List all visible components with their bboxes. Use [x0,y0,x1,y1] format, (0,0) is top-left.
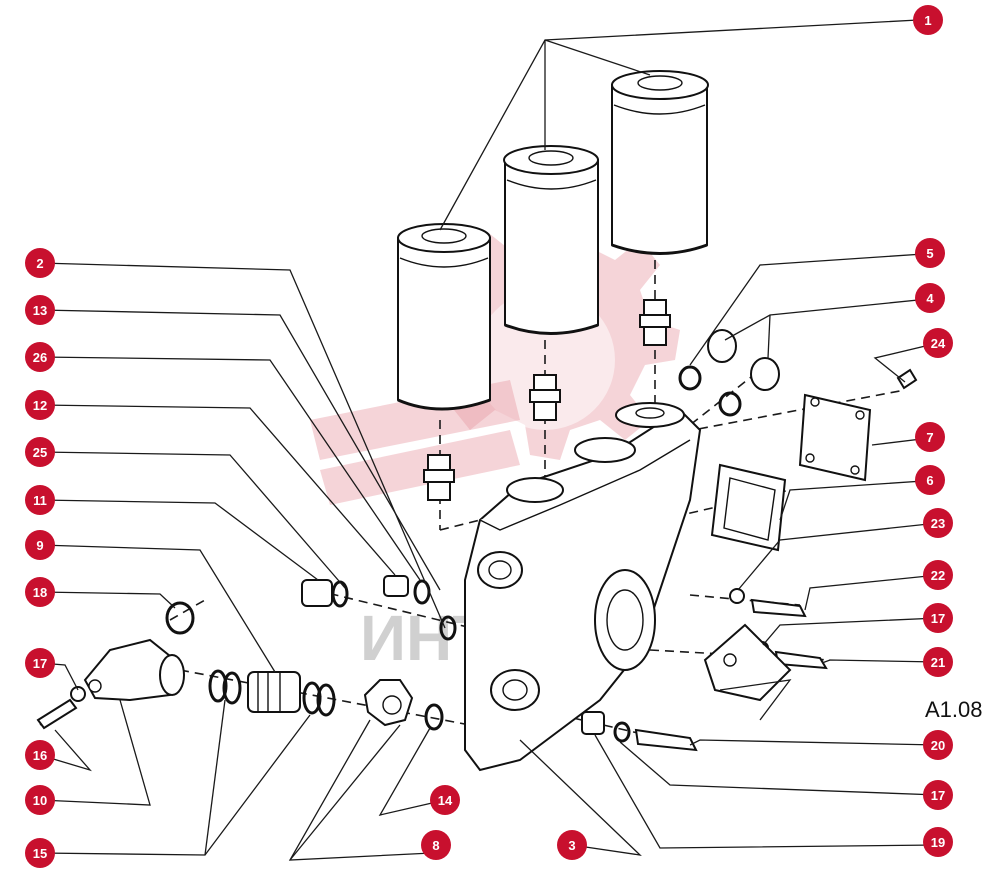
callout-2: 2 [25,248,55,278]
threaded-nipple-left [423,454,455,501]
o-ring-14 [424,703,444,731]
callout-13: 13 [25,295,55,325]
callout-9: 9 [25,530,55,560]
callout-18: 18 [25,577,55,607]
valve-cartridge-9 [247,671,301,713]
oil-filter-left [397,223,491,411]
bushing-12 [383,575,431,605]
svg-text:16: 16 [33,748,47,763]
svg-text:13: 13 [33,303,47,318]
threaded-nipple-middle [529,374,561,421]
cover-plate-7 [798,393,872,482]
bolt-20 [634,728,698,752]
svg-text:8: 8 [432,838,439,853]
washer-23 [729,588,745,604]
bracket [703,623,792,702]
svg-text:9: 9 [36,538,43,553]
threaded-nipple-right [639,299,671,346]
callout-17-bottom: 17 [923,780,953,810]
oil-filter-middle [503,145,599,335]
callout-12: 12 [25,390,55,420]
callout-16: 16 [25,740,55,770]
callout-15: 15 [25,838,55,868]
svg-text:24: 24 [931,336,946,351]
svg-text:17: 17 [931,788,945,803]
svg-text:12: 12 [33,398,47,413]
screw-24 [896,368,918,390]
bushing-19 [581,711,605,735]
svg-text:10: 10 [33,793,47,808]
svg-text:18: 18 [33,585,47,600]
bolt-22 [750,598,807,618]
callout-4: 4 [915,283,945,313]
svg-text:23: 23 [931,516,945,531]
callout-1: 1 [913,5,943,35]
o-ring-17-bottom [613,721,631,743]
bushing-11 [301,579,349,608]
callout-6: 6 [915,465,945,495]
callout-23: 23 [923,508,953,538]
callout-5: 5 [915,238,945,268]
svg-text:6: 6 [926,473,933,488]
o-rings-15 [208,669,336,717]
svg-text:11: 11 [33,493,47,508]
bolt-16 [36,698,78,730]
callout-22: 22 [923,560,953,590]
o-ring-5 [678,365,702,391]
plug-nut-8 [363,679,414,727]
oil-filter-right [611,70,709,255]
svg-text:15: 15 [33,846,47,861]
callout-7: 7 [915,422,945,452]
o-ring-5b [718,391,742,417]
callout-8: 8 [421,830,451,860]
filter-head-housing [464,402,702,772]
svg-text:20: 20 [931,738,945,753]
leader-lines [39,19,939,861]
callout-20: 20 [923,730,953,760]
svg-text:5: 5 [926,246,933,261]
callout-17-left: 17 [25,648,55,678]
svg-text:22: 22 [931,568,945,583]
callout-24: 24 [923,328,953,358]
callout-14: 14 [430,785,460,815]
svg-text:1: 1 [924,13,931,28]
svg-text:26: 26 [33,350,47,365]
o-ring-18 [165,601,195,635]
callout-19: 19 [923,827,953,857]
o-ring-13 [439,615,457,641]
svg-text:14: 14 [438,793,453,808]
svg-text:17: 17 [931,611,945,626]
callout-10: 10 [25,785,55,815]
svg-text:25: 25 [33,445,47,460]
svg-text:21: 21 [931,655,945,670]
callout-11: 11 [25,485,55,515]
svg-text:17: 17 [33,656,47,671]
callout-25: 25 [25,437,55,467]
svg-text:19: 19 [931,835,945,850]
svg-text:7: 7 [926,430,933,445]
gasket-6 [710,463,787,552]
svg-text:4: 4 [926,291,934,306]
callout-26: 26 [25,342,55,372]
figure-code: A1.08 [925,697,983,722]
washer-17-left [70,686,86,702]
callout-3: 3 [557,830,587,860]
callout-21: 21 [923,647,953,677]
svg-text:3: 3 [568,838,575,853]
callout-17-right: 17 [923,603,953,633]
pipe-elbow [83,638,185,702]
svg-text:2: 2 [36,256,43,271]
